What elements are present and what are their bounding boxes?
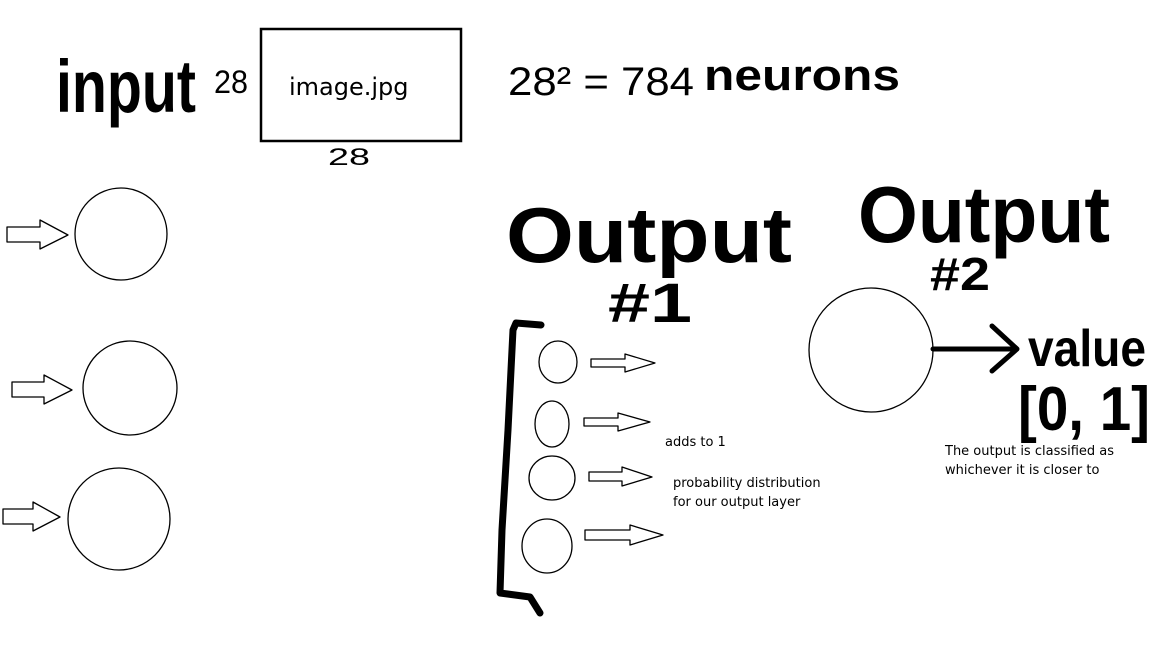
- input-arrow-1: [6, 219, 69, 250]
- output-one-subtitle: #1: [608, 271, 692, 334]
- image-box: [259, 27, 463, 143]
- output-one-neuron-circle-4: [521, 518, 573, 574]
- input-arrow-3: [2, 501, 61, 532]
- output-one-arrow-1: [590, 353, 656, 373]
- output-two-value-label: value: [1028, 320, 1146, 378]
- neuron-unit-label: neurons: [704, 51, 900, 100]
- output-one-neuron-1: [538, 340, 656, 384]
- output-one-note-sum: adds to 1: [665, 435, 726, 450]
- output-one-bracket: [496, 319, 545, 617]
- input-arrow-2: [11, 374, 73, 405]
- input-neuron-circle-1: [74, 187, 168, 281]
- output-two-note-1: The output is classified as: [944, 444, 1114, 459]
- output-one-arrow-2: [583, 412, 651, 432]
- output-one-note-distribution-1: probability distribution: [673, 476, 821, 491]
- input-height-label: 28: [214, 64, 248, 100]
- input-neuron-3: [2, 467, 171, 571]
- output-one-arrow-4: [584, 524, 664, 546]
- image-box-label: image.jpg: [289, 73, 409, 101]
- output-one-note-distribution-2: for our output layer: [673, 495, 801, 510]
- output-one-neuron-3: [528, 455, 653, 501]
- input-neuron-circle-3: [67, 467, 171, 571]
- output-one-arrow-3: [588, 466, 653, 487]
- input-neuron-circle-2: [82, 340, 178, 436]
- output-two-range-label: [0, 1]: [1018, 375, 1150, 444]
- output-two-section: Output #2 value [0, 1] The output is cla…: [808, 170, 1150, 478]
- output-one-neuron-2: [534, 400, 651, 448]
- input-width-label: 28: [328, 144, 370, 171]
- neuron-formula: 28² = 784: [508, 60, 694, 104]
- input-section: input 28 image.jpg 28 28² = 784 neurons: [2, 27, 900, 571]
- input-neuron-2: [11, 340, 178, 436]
- output-one-title: Output: [506, 191, 792, 279]
- output-one-neuron-circle-1: [538, 340, 578, 384]
- output-two-title: Output: [858, 170, 1110, 259]
- output-one-neuron-circle-2: [534, 400, 570, 448]
- output-two-note-2: whichever it is closer to: [945, 463, 1099, 478]
- input-neuron-1: [6, 187, 168, 281]
- input-title: input: [56, 45, 196, 128]
- output-two-arrow: [930, 323, 1020, 374]
- output-one-neuron-circle-3: [528, 455, 576, 501]
- output-two-subtitle: #2: [930, 248, 990, 300]
- output-one-section: Output #1 adds to 1 probability distribu…: [496, 191, 821, 617]
- output-one-neuron-4: [521, 518, 664, 574]
- output-two-neuron-circle: [808, 287, 934, 413]
